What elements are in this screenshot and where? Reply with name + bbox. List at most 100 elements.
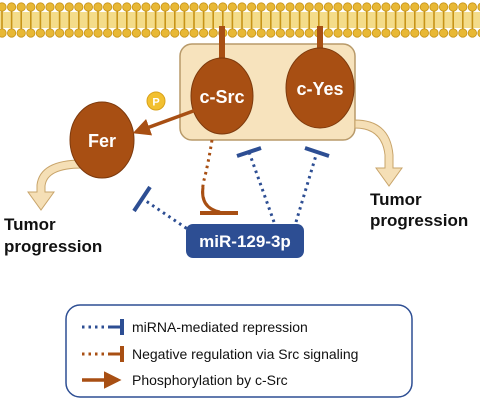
lipid-head [381, 2, 391, 12]
c-yes-membrane-anchor [317, 26, 323, 58]
lipid-head [323, 2, 333, 12]
lipid-head [266, 2, 276, 12]
lipid-head [122, 28, 132, 38]
lipid-head [103, 28, 113, 38]
lipid-head [218, 2, 228, 12]
mirna-to-c-yes-edge [294, 151, 319, 223]
lipid-head [45, 2, 55, 12]
lipid-head [285, 2, 295, 12]
lipid-head [352, 2, 362, 12]
lipid-head [390, 28, 401, 38]
lipid-head [304, 2, 314, 12]
lipid-head [7, 2, 17, 12]
lipid-head [227, 2, 237, 12]
lipid-head [410, 28, 420, 38]
mirna-to-fer-edge [142, 197, 193, 234]
mirna-to-c-yes-bar [304, 146, 330, 158]
lipid-head [122, 2, 132, 12]
lipid-head [35, 28, 46, 38]
lipid-head [438, 2, 449, 12]
phospho-badge [146, 91, 166, 111]
legend-phospho-label: Phosphorylation by c-Src [132, 372, 288, 388]
lipid-head [7, 28, 17, 38]
lipid-head [333, 28, 343, 38]
lipid-head [74, 2, 84, 12]
lipid-head [179, 28, 189, 38]
lipid-head [0, 2, 7, 12]
lipid-head [275, 28, 285, 38]
lipid-head [74, 28, 84, 38]
lipid-head [112, 2, 122, 12]
lipid-head [458, 2, 468, 12]
legend-box [65, 304, 413, 398]
lipid-head [256, 2, 266, 12]
lipid-head [438, 28, 449, 38]
lipid-head [381, 28, 391, 38]
lipid-head [131, 2, 141, 12]
c-yes-node [285, 47, 355, 129]
lipid-head [112, 28, 122, 38]
lipid-head [64, 2, 74, 12]
lipid-head [342, 28, 353, 38]
lipid-head [26, 28, 36, 38]
lipid-head [429, 2, 439, 12]
phospho-badge-label: P [152, 97, 159, 109]
mirna-to-c-src-edge [247, 151, 276, 223]
lipid-head [285, 28, 295, 38]
lipid-head [199, 2, 209, 12]
left-outcome-line1: Tumor [4, 215, 56, 234]
c-src-membrane-anchor [219, 26, 225, 66]
mirna-label: miR-129-3p [199, 232, 291, 251]
lipid-head [160, 2, 170, 12]
lipid-head [64, 28, 74, 38]
c-yes-label: c-Yes [296, 79, 343, 99]
lipid-head [103, 2, 113, 12]
lipid-head [275, 2, 285, 12]
lipid-head [170, 2, 180, 12]
lipid-head [208, 2, 218, 12]
lipid-head [141, 2, 151, 12]
src-negative-regulation-solid [201, 186, 221, 214]
lipid-head [0, 28, 7, 38]
lipid-head [83, 28, 94, 38]
mirna-node [186, 224, 304, 258]
lipid-head [390, 2, 401, 12]
lipid-head [26, 2, 36, 12]
membrane-core [0, 12, 480, 28]
lipid-head [304, 28, 314, 38]
lipid-head [400, 28, 410, 38]
left-outcome-line2: progression [4, 237, 102, 256]
lipid-head [247, 28, 257, 38]
lipid-head [477, 2, 480, 12]
lipid-head [419, 2, 429, 12]
legend-mirna-label: miRNA-mediated repression [132, 319, 308, 335]
lipid-head [342, 2, 353, 12]
lipid-head [179, 2, 189, 12]
right-tumor-progression-arrow [354, 119, 403, 187]
lipid-head [362, 2, 372, 12]
mirna-to-fer-bar [132, 185, 152, 213]
lipid-head [131, 28, 141, 38]
lipid-head [199, 28, 209, 38]
lipid-head [371, 2, 381, 12]
lipid-head [256, 28, 266, 38]
legend-src-label: Negative regulation via Src signaling [132, 346, 358, 362]
lipid-head [35, 2, 46, 12]
lipid-head [410, 2, 420, 12]
lipid-head [151, 2, 161, 12]
phosphorylation-arrow [132, 108, 197, 136]
cell-membrane [0, 2, 480, 38]
lipid-head [54, 2, 65, 12]
right-outcome-line2: progression [370, 211, 468, 230]
lipid-head [189, 28, 199, 38]
lipid-head [371, 28, 381, 38]
fer-node [69, 101, 135, 179]
lipid-head [237, 28, 247, 38]
lipid-head [16, 2, 26, 12]
lipid-head [467, 28, 477, 38]
lipid-head [294, 2, 305, 12]
lipid-head [227, 28, 237, 38]
lipid-head [333, 2, 343, 12]
legend: miRNA-mediated repression Negative regul… [65, 304, 413, 398]
